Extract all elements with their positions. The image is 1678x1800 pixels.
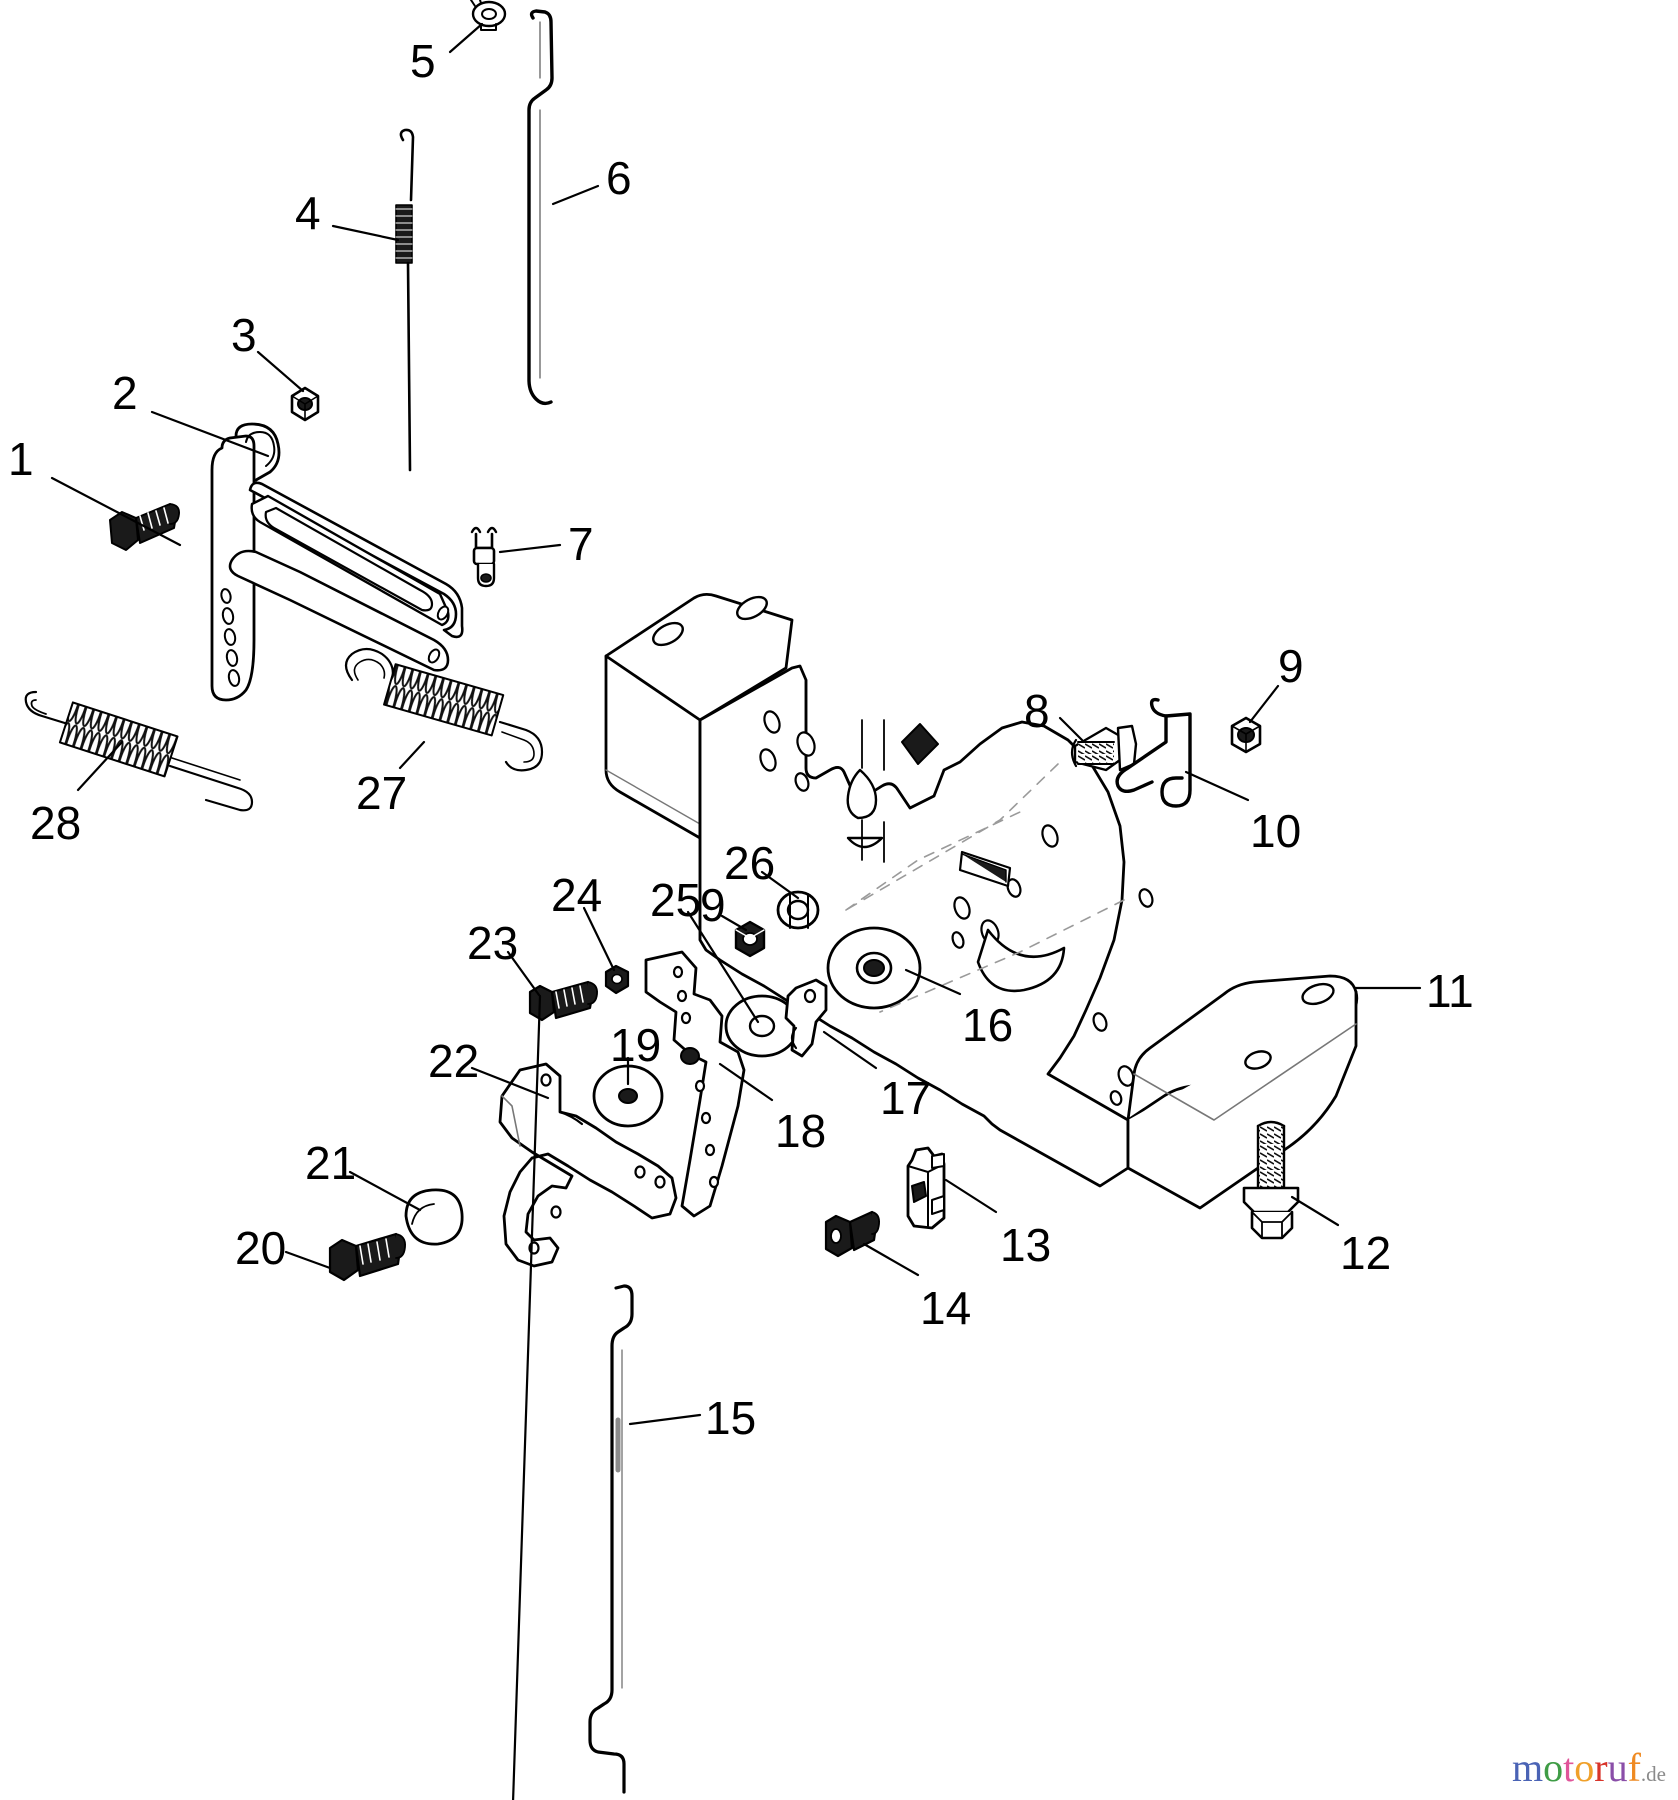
callout-4: 4 bbox=[295, 187, 321, 239]
callout-9: 9 bbox=[1278, 640, 1304, 692]
part-14-shoulder-screw bbox=[824, 1210, 881, 1258]
part-9-hex-lock-nut-lower bbox=[734, 920, 766, 958]
callout-9-lower: 9 bbox=[700, 879, 726, 931]
part-2-control-lever-bracket bbox=[210, 422, 464, 702]
callout-7: 7 bbox=[568, 518, 594, 570]
motoruf-watermark: motoruf.de bbox=[1512, 1748, 1666, 1788]
callout-10: 10 bbox=[1250, 805, 1302, 857]
part-9-hex-lock-nut-right bbox=[1230, 716, 1262, 754]
wm-letter-r: r bbox=[1594, 1745, 1608, 1790]
callout-27: 27 bbox=[356, 767, 408, 819]
callout-21: 21 bbox=[305, 1137, 357, 1189]
part-7-swivel-clip bbox=[470, 526, 498, 588]
part-24-small-lock-nut bbox=[604, 964, 630, 995]
callout-16: 16 bbox=[962, 999, 1014, 1051]
part-3-lock-nut bbox=[290, 386, 320, 422]
part-16-large-flat-washer bbox=[826, 926, 922, 1010]
part-23-hex-bolt bbox=[528, 980, 598, 1022]
callout-6: 6 bbox=[606, 152, 632, 204]
wm-letter-m: m bbox=[1512, 1745, 1544, 1790]
callout-5: 5 bbox=[410, 35, 436, 87]
callout-13: 13 bbox=[1000, 1219, 1052, 1271]
part-15-long-z-bend-rod bbox=[588, 1284, 634, 1794]
wm-suffix: .de bbox=[1640, 1762, 1666, 1786]
part-18-linkage-arm bbox=[644, 950, 746, 1218]
callout-1: 1 bbox=[8, 433, 34, 485]
callout-28: 28 bbox=[30, 797, 82, 849]
callout-17: 17 bbox=[880, 1072, 932, 1124]
wm-letter-f: f bbox=[1627, 1745, 1641, 1790]
callout-11: 11 bbox=[1426, 965, 1474, 1017]
callout-22: 22 bbox=[428, 1035, 480, 1087]
wm-letter-t: t bbox=[1563, 1745, 1575, 1790]
callout-26: 26 bbox=[724, 837, 776, 889]
callout-14: 14 bbox=[920, 1282, 972, 1334]
callout-20: 20 bbox=[235, 1222, 287, 1274]
part-21-cupped-washer bbox=[404, 1188, 464, 1246]
callout-23: 23 bbox=[467, 917, 519, 969]
part-6-long-bent-rod bbox=[527, 9, 554, 406]
callout-8: 8 bbox=[1024, 685, 1050, 737]
part-25-spacer-washer bbox=[724, 994, 800, 1058]
callout-18: 18 bbox=[775, 1105, 827, 1157]
part-10-torsion-spring bbox=[1115, 697, 1192, 808]
part-1-hex-head-screw bbox=[109, 503, 180, 551]
callout-19: 19 bbox=[610, 1019, 662, 1071]
part-8-flange-bolt bbox=[1070, 724, 1138, 772]
wm-letter-o2: o bbox=[1574, 1745, 1595, 1790]
callout-12: 12 bbox=[1340, 1227, 1392, 1279]
part-17-pawl-latch bbox=[784, 978, 828, 1058]
callout-24: 24 bbox=[551, 869, 603, 921]
callout-25: 25 bbox=[650, 874, 702, 926]
part-4-rod-with-spring bbox=[395, 128, 415, 472]
part-5-flange-screw bbox=[470, 0, 507, 31]
part-20-hex-flange-screw bbox=[328, 1232, 406, 1282]
callout-15: 15 bbox=[705, 1392, 757, 1444]
wm-letter-u: u bbox=[1607, 1745, 1628, 1790]
callout-2: 2 bbox=[112, 367, 138, 419]
part-26-bushing bbox=[776, 890, 820, 930]
part-13-cable-clamp-block bbox=[906, 1146, 946, 1230]
part-27-extension-spring-short bbox=[344, 647, 544, 772]
callout-3: 3 bbox=[231, 309, 257, 361]
part-19-flat-washer bbox=[592, 1064, 664, 1128]
part-28-extension-spring-long bbox=[24, 690, 254, 812]
wm-letter-o1: o bbox=[1543, 1745, 1564, 1790]
part-12-flange-bolt-large bbox=[1242, 1120, 1300, 1240]
part-22-pedal-bracket bbox=[498, 1062, 678, 1268]
